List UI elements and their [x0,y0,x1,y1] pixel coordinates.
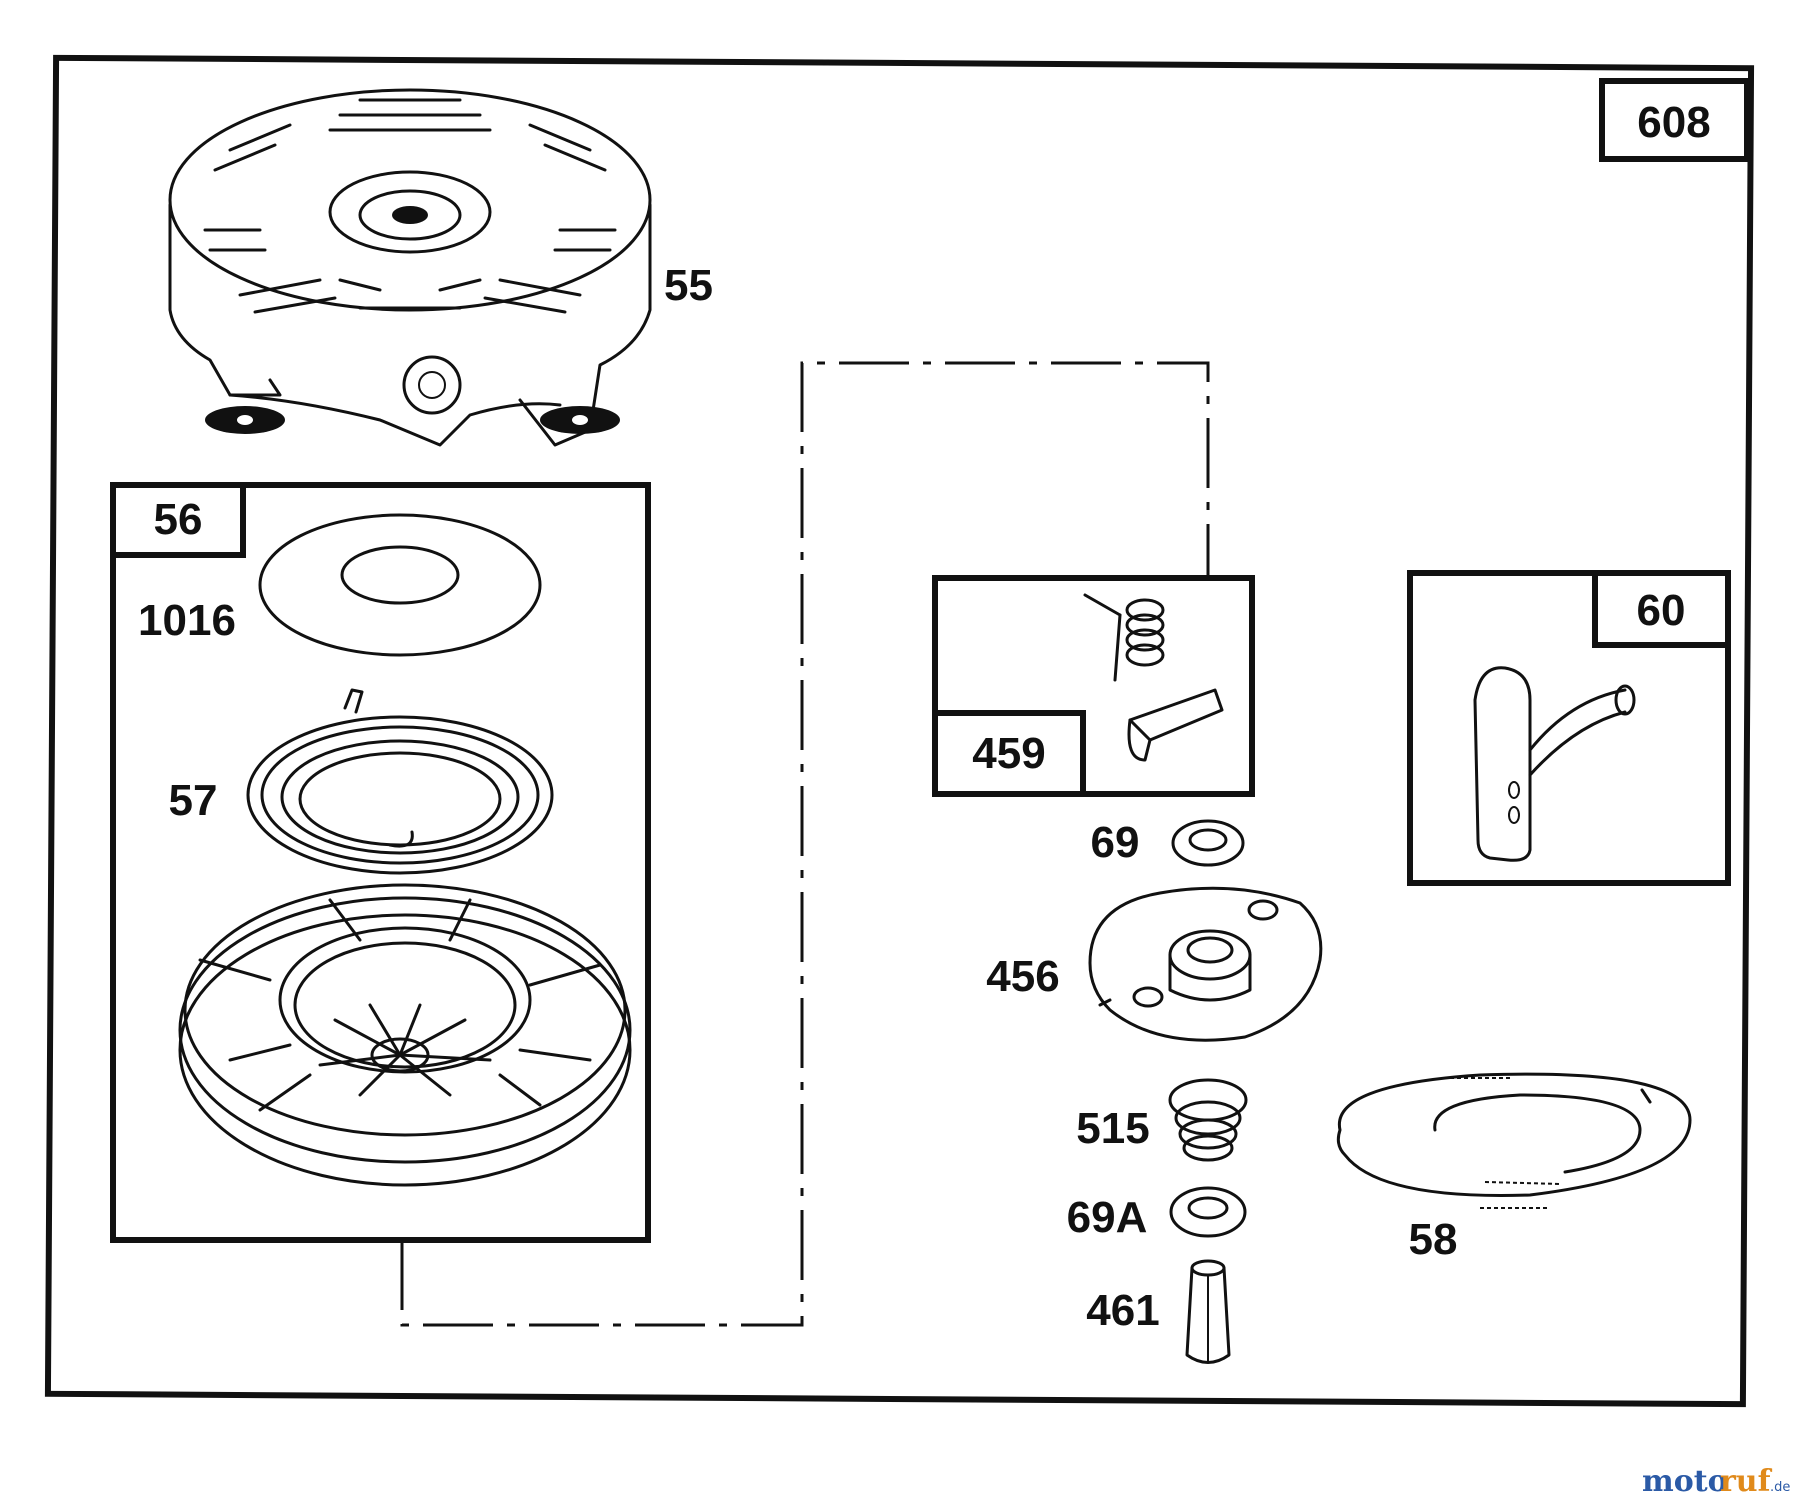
part-label-56: 56 [154,495,203,544]
part-label-69: 69 [1091,818,1140,867]
part-459-kit-frame [932,575,1255,797]
connector-line [400,361,1210,1327]
part-69A-washer: 69A [1067,1186,1247,1242]
part-60-kit-frame [1407,570,1731,886]
part-55-starter-housing: 55 [168,88,713,447]
part-1016-washer: 1016 [138,513,542,657]
part-58-starter-rope: 58 [1336,1072,1692,1264]
part-label-60: 60 [1637,586,1686,635]
part-60-starter-handle [1473,666,1636,862]
part-label-459: 459 [972,729,1045,778]
assembly-label-box: 608 [1599,78,1750,162]
part-57-rewind-spring: 57 [169,688,554,875]
part-label-55: 55 [664,261,713,310]
part-60-label-box: 60 [1592,570,1731,648]
part-56-pulley [178,883,632,1187]
part-label-57: 57 [169,776,218,825]
part-label-461: 461 [1086,1286,1159,1335]
outer-frame [44,54,1755,1408]
part-56-kit-frame [110,482,651,1243]
part-label-515: 515 [1076,1104,1149,1153]
assembly-label: 608 [1637,98,1710,147]
part-461-retainer-pin: 461 [1086,1259,1231,1364]
part-459-pawl-spring [1083,593,1165,682]
part-69-washer: 69 [1091,818,1245,867]
part-56-label-box: 56 [110,482,246,558]
part-label-456: 456 [986,952,1059,1001]
part-459-pawl [1127,688,1224,762]
part-459-label-box: 459 [932,710,1086,797]
part-label-69A: 69A [1067,1193,1148,1242]
watermark-brand-b: ruf [1720,1464,1773,1499]
watermark-logo: moto ruf .de [1642,1464,1790,1499]
part-label-1016: 1016 [138,596,236,645]
part-label-58: 58 [1409,1215,1458,1264]
watermark-suffix: .de [1770,1480,1790,1495]
part-456-pawl-retainer: 456 [986,886,1323,1042]
part-515-spring: 515 [1076,1078,1248,1162]
watermark-brand-a: moto [1642,1464,1728,1499]
